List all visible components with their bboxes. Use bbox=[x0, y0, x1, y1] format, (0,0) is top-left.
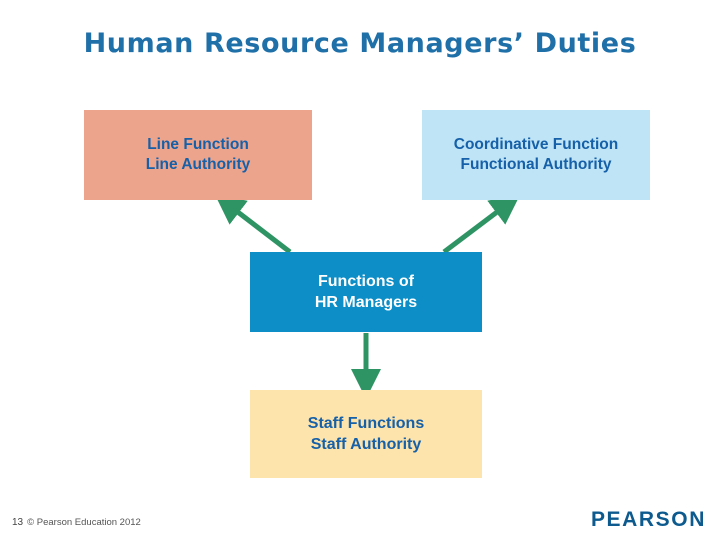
coordinative-function-title: Coordinative Function bbox=[453, 135, 619, 153]
coordinative-function-subtitle: Functional Authority bbox=[460, 156, 612, 173]
hr-functions-subtitle: HR Managers bbox=[314, 294, 418, 311]
line-function-title: Line Function bbox=[147, 135, 249, 153]
line-function-subtitle: Line Authority bbox=[145, 156, 251, 173]
staff-functions-box: Staff Functions Staff Authority bbox=[250, 390, 482, 478]
hr-functions-box: Functions of HR Managers bbox=[250, 252, 482, 332]
pearson-logo: PEARSON bbox=[590, 508, 706, 531]
staff-functions-subtitle: Staff Authority bbox=[310, 436, 422, 453]
page-title: Human Resource Managers’ Duties bbox=[83, 28, 637, 59]
staff-functions-title: Staff Functions bbox=[307, 414, 425, 432]
page-number: 13 bbox=[12, 517, 24, 528]
coordinative-function-box: Coordinative Function Functional Authori… bbox=[422, 110, 650, 200]
line-function-box: Line Function Line Authority bbox=[84, 110, 312, 200]
copyright-text: © Pearson Education 2012 bbox=[27, 517, 141, 528]
arrow-to-coordinative-function bbox=[442, 194, 521, 254]
arrow-to-line-function bbox=[214, 194, 292, 254]
hr-functions-title: Functions of bbox=[318, 272, 414, 290]
footer: 13 © Pearson Education 2012 bbox=[12, 517, 141, 528]
